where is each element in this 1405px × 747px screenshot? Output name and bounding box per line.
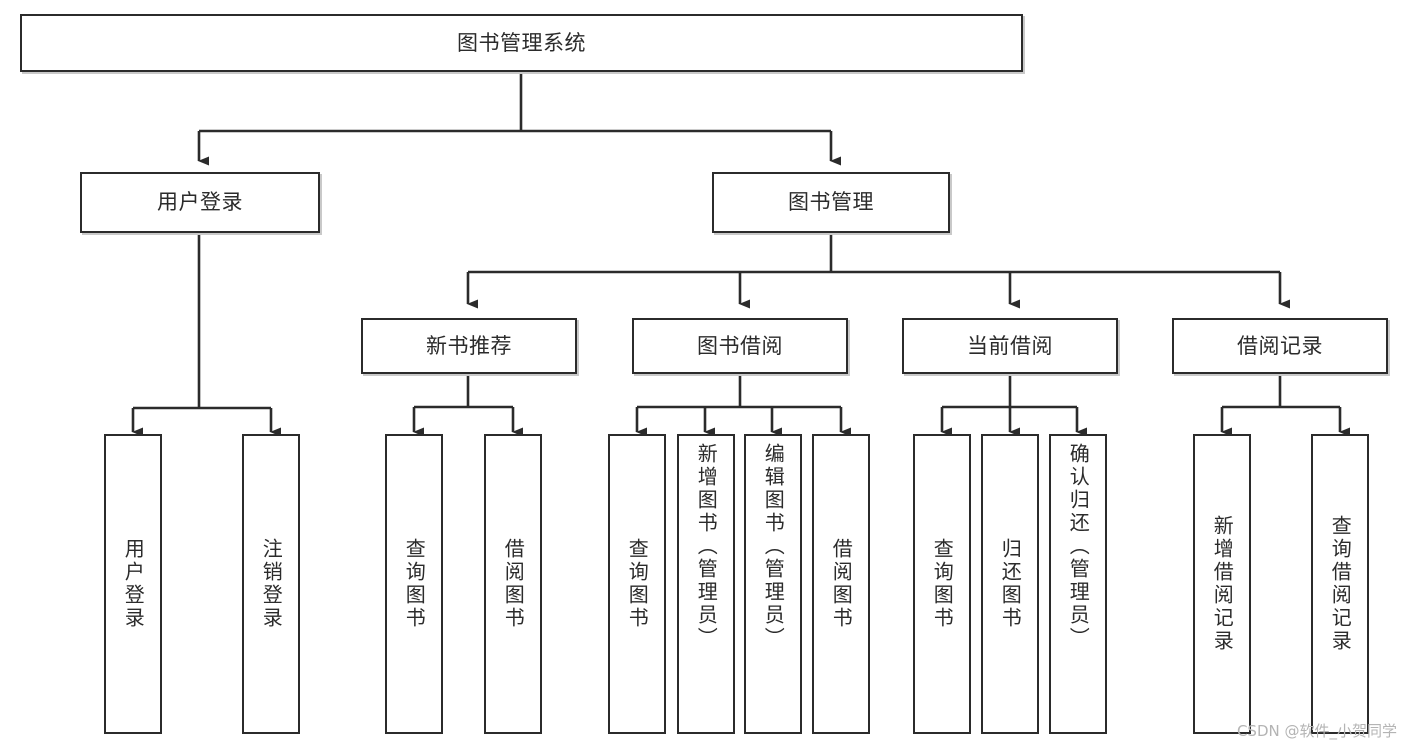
leaf-return-book-label: 归还图书 [998,538,1023,630]
leaf-query-book-3-label: 查询图书 [930,538,955,630]
leaf-edit-book[interactable]: 编辑图书（管理员） [744,434,802,734]
node-root[interactable]: 图书管理系统 [20,14,1023,72]
leaf-user-login-label: 用户登录 [121,538,146,630]
node-user-login-label: 用户登录 [157,190,243,215]
node-current-borrow[interactable]: 当前借阅 [902,318,1118,374]
node-book-manage[interactable]: 图书管理 [712,172,950,233]
leaf-user-login[interactable]: 用户登录 [104,434,162,734]
leaf-edit-book-label: 编辑图书（管理员） [761,443,786,650]
leaf-query-book-2-label: 查询图书 [625,538,650,630]
leaf-borrow-book-2[interactable]: 借阅图书 [812,434,870,734]
leaf-query-book-1-label: 查询图书 [402,538,427,630]
leaf-query-book-1[interactable]: 查询图书 [385,434,443,734]
node-book-borrow[interactable]: 图书借阅 [632,318,848,374]
leaf-return-book[interactable]: 归还图书 [981,434,1039,734]
node-user-login[interactable]: 用户登录 [80,172,320,233]
node-borrow-record[interactable]: 借阅记录 [1172,318,1388,374]
leaf-borrow-book-2-label: 借阅图书 [829,538,854,630]
leaf-add-record[interactable]: 新增借阅记录 [1193,434,1251,734]
leaf-logout[interactable]: 注销登录 [242,434,300,734]
leaf-query-record-label: 查询借阅记录 [1328,515,1353,653]
leaf-logout-label: 注销登录 [259,538,284,630]
node-book-manage-label: 图书管理 [788,190,874,215]
leaf-borrow-book-1-label: 借阅图书 [501,538,526,630]
node-new-book-rec[interactable]: 新书推荐 [361,318,577,374]
leaf-add-book[interactable]: 新增图书（管理员） [677,434,735,734]
leaf-borrow-book-1[interactable]: 借阅图书 [484,434,542,734]
leaf-confirm-return-label: 确认归还（管理员） [1066,443,1091,650]
watermark: CSDN @软件_小贺同学 [1236,722,1397,740]
leaf-add-record-label: 新增借阅记录 [1210,515,1235,653]
leaf-query-book-3[interactable]: 查询图书 [913,434,971,734]
node-new-book-rec-label: 新书推荐 [426,333,512,358]
node-borrow-record-label: 借阅记录 [1237,333,1323,358]
leaf-add-book-label: 新增图书（管理员） [694,443,719,650]
node-book-borrow-label: 图书借阅 [697,333,783,358]
node-current-borrow-label: 当前借阅 [967,333,1053,358]
node-root-label: 图书管理系统 [457,30,586,55]
leaf-confirm-return[interactable]: 确认归还（管理员） [1049,434,1107,734]
leaf-query-book-2[interactable]: 查询图书 [608,434,666,734]
leaf-query-record[interactable]: 查询借阅记录 [1311,434,1369,734]
